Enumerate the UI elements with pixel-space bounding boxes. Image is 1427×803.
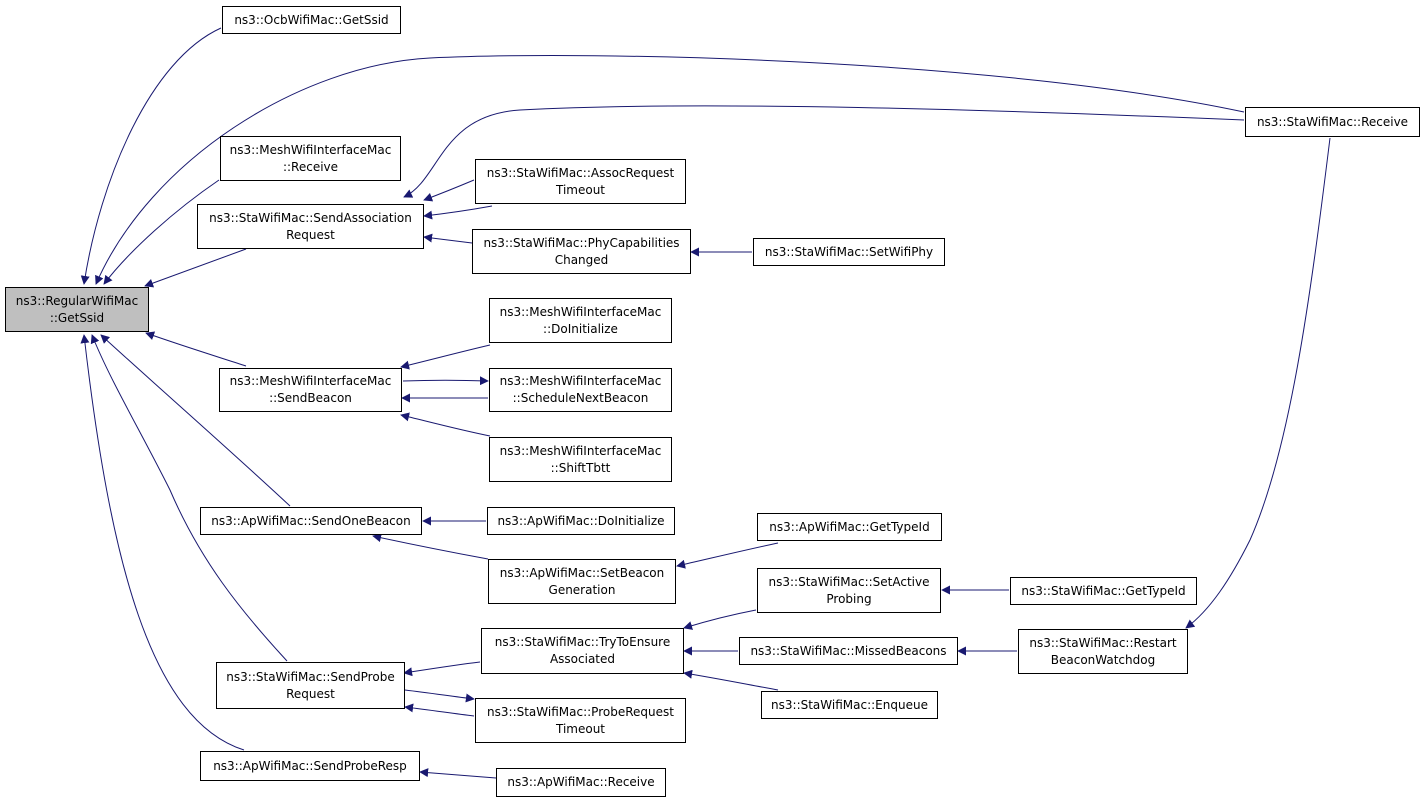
node-label: Generation (548, 582, 616, 597)
node-stawifimac-phycapabilitieschanged[interactable]: ns3::StaWifiMac::PhyCapabilities Changed (472, 229, 691, 274)
node-apwifimac-doinitialize[interactable]: ns3::ApWifiMac::DoInitialize (487, 507, 675, 535)
edge-assoctimeout-to-sendassoc (423, 179, 475, 202)
node-label: ns3::StaWifiMac::GetTypeId (1021, 583, 1186, 598)
node-label: ns3::OcbWifiMac::GetSsid (234, 12, 389, 27)
node-label: Request (286, 227, 335, 242)
edge-setbeacongen-to-sendonebeacon (372, 533, 489, 560)
node-label: ns3::MeshWifiInterfaceMac (229, 374, 392, 388)
node-label: ns3::MeshWifiInterfaceMac (499, 304, 662, 319)
node-apwifimac-sendproberesp[interactable]: ns3::ApWifiMac::SendProbeResp (200, 751, 420, 781)
edge-sendprobe-probetimeout (404, 689, 475, 703)
edge-apreceive-to-sendproberesp (419, 768, 497, 779)
edge-sendbeacon-schedule (402, 376, 489, 386)
node-label: ns3::StaWifiMac::SendProbe (226, 669, 395, 684)
node-label: Timeout (555, 721, 606, 736)
edge-setactive-to-trytoensure (683, 609, 757, 630)
node-label: ns3::StaWifiMac::MissedBeacons (750, 643, 947, 658)
edge-meshdoinit-to-sendbeacon (400, 344, 491, 370)
node-label: ns3::ApWifiMac::Receive (507, 775, 655, 789)
node-label: Changed (554, 252, 609, 267)
node-label: ns3::StaWifiMac::AssocRequest (486, 165, 675, 180)
node-label: ns3::StaWifiMac::SetActive (768, 574, 930, 589)
node-regularwifimac-getssid: ns3::RegularWifiMac ::GetSsid (5, 287, 149, 332)
edge-sendonebeacon-to-root (100, 334, 291, 507)
node-label: ns3::MeshWifiInterfaceMac (499, 374, 662, 388)
node-meshwifiinterfacemac-receive[interactable]: ns3::MeshWifiInterfaceMac ::Receive (220, 136, 401, 181)
edge-sendassoc-to-root (144, 248, 247, 288)
node-stawifimac-enqueue[interactable]: ns3::StaWifiMac::Enqueue (761, 691, 938, 719)
node-label: ::SendBeacon (269, 391, 352, 405)
node-label: ns3::ApWifiMac::SetBeacon (499, 565, 665, 580)
node-label: ::DoInitialize (543, 321, 618, 336)
edge-stareceive-to-sendassoc (403, 105, 1245, 198)
node-label: Associated (549, 652, 616, 666)
edge-ocb-to-root (80, 27, 222, 285)
edge-sendproberesp-to-root (80, 334, 245, 751)
node-label: ns3::ApWifiMac::SendProbeResp (213, 758, 407, 773)
node-label: ns3::StaWifiMac::Receive (1256, 114, 1409, 129)
edge-enqueue-to-trytoensure (683, 669, 779, 691)
node-stawifimac-sendassociationrequest[interactable]: ns3::StaWifiMac::SendAssociation Request (197, 204, 424, 249)
node-label: ::ScheduleNextBeacon (512, 391, 649, 405)
node-label: ns3::StaWifiMac::TryToEnsure (494, 635, 671, 649)
edge-stareceive-to-root (95, 55, 1245, 285)
node-ocbwifimac-getssid[interactable]: ns3::OcbWifiMac::GetSsid (222, 6, 401, 34)
node-label: Probing (826, 591, 872, 606)
node-label: BeaconWatchdog (1050, 652, 1156, 667)
edge-apgettypeid-to-setbeacongen (676, 542, 779, 569)
node-stawifimac-assocrequesttimeout[interactable]: ns3::StaWifiMac::AssocRequest Timeout (475, 159, 686, 204)
node-label: ns3::StaWifiMac::SendAssociation (209, 210, 412, 225)
node-apwifimac-receive[interactable]: ns3::ApWifiMac::Receive (496, 768, 666, 797)
node-label: ::GetSsid (49, 310, 105, 325)
node-label: ns3::ApWifiMac::GetTypeId (769, 519, 930, 534)
edge-meshsendbeacon-to-root (145, 331, 247, 367)
node-apwifimac-setbeacongeneration[interactable]: ns3::ApWifiMac::SetBeacon Generation (488, 559, 676, 604)
node-meshwifiinterfacemac-schedulenextbeacon[interactable]: ns3::MeshWifiInterfaceMac ::ScheduleNext… (489, 368, 672, 412)
node-stawifimac-trytoensureassociated[interactable]: ns3::StaWifiMac::TryToEnsure Associated (481, 628, 684, 674)
edge-sendprobe-to-root (90, 334, 288, 662)
node-label: ns3::StaWifiMac::Enqueue (771, 697, 928, 712)
node-label: ns3::ApWifiMac::DoInitialize (497, 513, 665, 528)
edge-trytoensure-to-sendprobe (403, 661, 481, 677)
node-stawifimac-setactiveprobing[interactable]: ns3::StaWifiMac::SetActive Probing (757, 568, 941, 613)
edge-stareceive-to-restart (1185, 137, 1331, 629)
node-label: ns3::StaWifiMac::ProbeRequest (487, 704, 674, 719)
node-stawifimac-sendproberequest[interactable]: ns3::StaWifiMac::SendProbe Request (216, 662, 405, 709)
node-label: ns3::StaWifiMac::SetWifiPhy (764, 244, 934, 259)
node-label: ::Receive (282, 159, 339, 174)
node-label: Timeout (555, 182, 606, 197)
node-label: ns3::StaWifiMac::Restart (1029, 635, 1177, 650)
node-stawifimac-gettypeid[interactable]: ns3::StaWifiMac::GetTypeId (1010, 577, 1197, 605)
node-stawifimac-proberequesttimeout[interactable]: ns3::StaWifiMac::ProbeRequest Timeout (475, 698, 686, 743)
node-stawifimac-receive[interactable]: ns3::StaWifiMac::Receive (1245, 107, 1420, 137)
node-meshwifiinterfacemac-shifttbtt[interactable]: ns3::MeshWifiInterfaceMac ::ShiftTbtt (489, 437, 672, 482)
edge-shifttbtt-to-sendbeacon (400, 412, 491, 437)
node-meshwifiinterfacemac-sendbeacon[interactable]: ns3::MeshWifiInterfaceMac ::SendBeacon (219, 368, 402, 412)
node-label: ns3::MeshWifiInterfaceMac (499, 443, 662, 458)
node-label: ns3::RegularWifiMac (15, 293, 139, 308)
node-apwifimac-gettypeid[interactable]: ns3::ApWifiMac::GetTypeId (757, 513, 942, 541)
edge-probetimeout-to-sendprobe (404, 703, 475, 717)
node-label: ns3::MeshWifiInterfaceMac (229, 142, 392, 157)
node-label: ns3::ApWifiMac::SendOneBeacon (211, 513, 411, 528)
node-label: Request (286, 686, 335, 701)
node-stawifimac-setwifiphy[interactable]: ns3::StaWifiMac::SetWifiPhy (753, 238, 945, 266)
edge-phycap-to-sendassoc (423, 233, 473, 244)
edge-assoctimeout-to-sendassoc-2 (423, 205, 493, 220)
node-stawifimac-restartbeaconwatchdog[interactable]: ns3::StaWifiMac::Restart BeaconWatchdog (1018, 629, 1188, 674)
node-label: ::ShiftTbtt (550, 460, 611, 475)
node-meshwifiinterfacemac-doinitialize[interactable]: ns3::MeshWifiInterfaceMac ::DoInitialize (489, 298, 672, 343)
edge-meshreceive-to-root (103, 179, 220, 285)
node-stawifimac-missedbeacons[interactable]: ns3::StaWifiMac::MissedBeacons (739, 637, 958, 665)
node-apwifimac-sendonebeacon[interactable]: ns3::ApWifiMac::SendOneBeacon (200, 507, 422, 535)
node-label: ns3::StaWifiMac::PhyCapabilities (483, 235, 680, 250)
